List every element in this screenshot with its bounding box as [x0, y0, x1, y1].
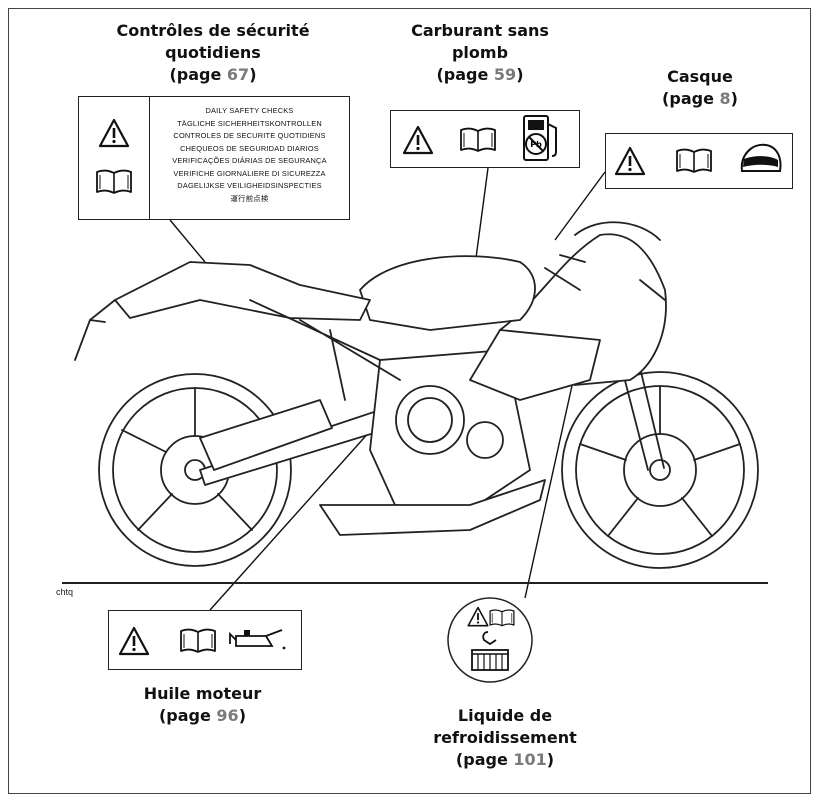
open-book-icon — [460, 127, 496, 152]
coolant-label — [447, 597, 533, 683]
safety-label-line: 運行前点検 — [230, 193, 269, 203]
callout-daily-checks-title2: quotidiens — [165, 43, 261, 62]
daily-checks-label: DAILY SAFETY CHECKS TÄGLICHE SICHERHEITS… — [78, 96, 350, 220]
callout-engine-oil-title1: Huile moteur — [143, 684, 262, 703]
safety-label-line: VERIFICHE GIORNALIERE DI SICUREZZA — [173, 168, 326, 178]
fuel-pump-icon: Pb — [523, 115, 557, 161]
open-book-icon — [96, 169, 132, 194]
safety-label-line: TÄGLICHE SICHERHEITSKONTROLLEN — [177, 118, 322, 128]
callout-engine-oil: Huile moteur (page 96) — [120, 683, 285, 727]
page-number: 96 — [216, 706, 239, 725]
leader-line — [169, 219, 206, 263]
callout-helmet-page: (page 8) — [662, 89, 738, 108]
open-book-icon — [676, 148, 712, 173]
callout-coolant: Liquide de refroidissement (page 101) — [425, 705, 585, 771]
figure-frame — [8, 8, 811, 794]
leader-line — [554, 171, 606, 241]
callout-fuel-title1: Carburant sans — [411, 21, 549, 40]
oil-can-icon — [229, 629, 286, 650]
motorcycle-body — [74, 221, 759, 569]
callout-fuel-page: (page 59) — [436, 65, 524, 84]
open-book-icon — [180, 628, 216, 653]
safety-label-line: VERIFICAÇÕES DIÁRIAS DE SEGURANÇA — [172, 156, 327, 165]
page-number: 101 — [513, 750, 547, 769]
warning-triangle-icon — [402, 125, 434, 155]
callout-fuel-title2: plomb — [451, 43, 509, 62]
callout-engine-oil-page: (page 96) — [158, 706, 246, 725]
leader-line — [209, 419, 381, 611]
helmet-icon — [740, 143, 782, 172]
warning-triangle-icon — [614, 146, 646, 176]
callout-coolant-title1: Liquide de — [457, 706, 553, 725]
page-number: 59 — [493, 65, 517, 84]
image-identifier: chtq — [56, 587, 74, 597]
leader-line — [475, 167, 489, 259]
safety-label-line: DAGELIJKSE VEILIGHEIDSINSPECTIES — [177, 181, 322, 190]
leader-lines — [169, 167, 606, 611]
svg-text:Pb: Pb — [530, 140, 542, 149]
callout-daily-checks-page: (page 67) — [169, 65, 257, 84]
safety-label-line: DAILY SAFETY CHECKS — [205, 106, 294, 115]
callout-coolant-title2: refroidissement — [433, 728, 577, 747]
page-number: 67 — [226, 65, 250, 84]
coolant-tank-icon — [471, 631, 509, 671]
callout-coolant-page: (page 101) — [455, 750, 555, 769]
safety-label-text: DAILY SAFETY CHECKS TÄGLICHE SICHERHEITS… — [149, 97, 349, 219]
leader-line — [524, 371, 576, 599]
page-number: 8 — [719, 89, 731, 108]
callout-helmet-title1: Casque — [667, 67, 733, 86]
safety-label-line: CONTROLES DE SECURITE QUOTIDIENS — [173, 131, 326, 140]
callout-daily-checks: Contrôles de sécurité quotidiens (page 6… — [88, 20, 338, 86]
callout-fuel: Carburant sans plomb (page 59) — [395, 20, 565, 86]
callout-daily-checks-title1: Contrôles de sécurité — [116, 21, 310, 40]
callout-helmet: Casque (page 8) — [640, 66, 760, 110]
warning-triangle-icon — [98, 118, 130, 148]
safety-label-line: CHEQUEOS DE SEGURIDAD DIARIOS — [180, 143, 319, 153]
warning-triangle-icon — [118, 626, 150, 656]
